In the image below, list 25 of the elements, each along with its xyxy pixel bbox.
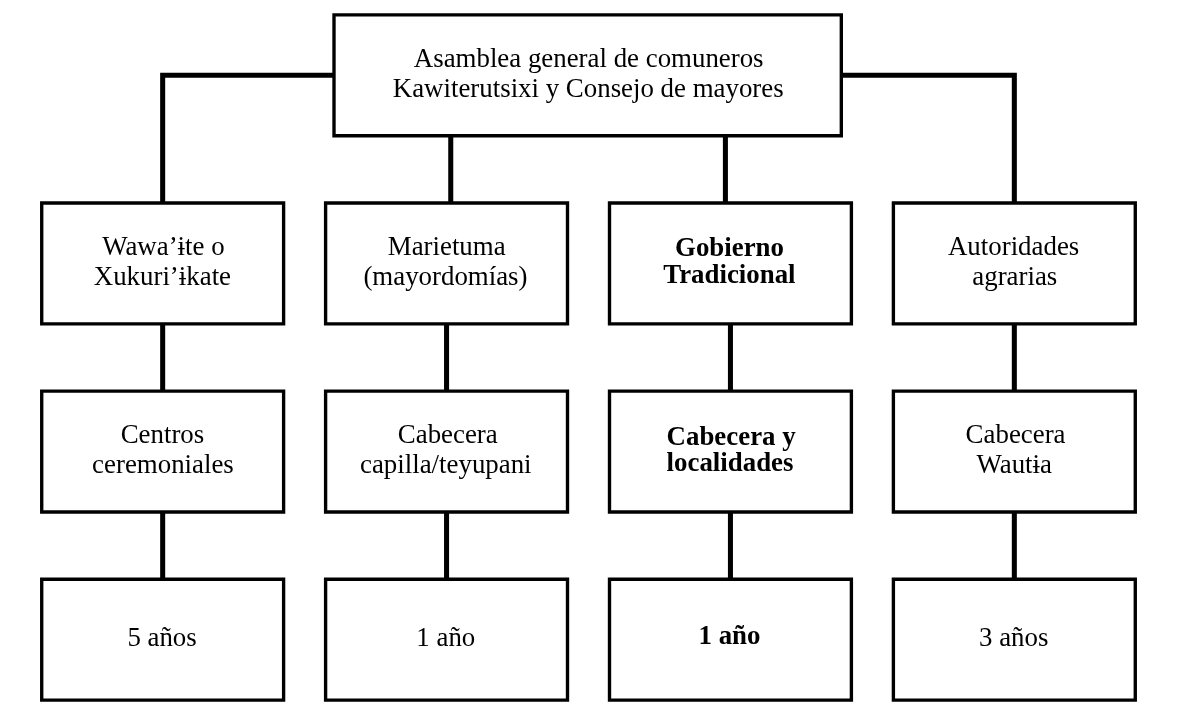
connector <box>1011 324 1017 391</box>
node-box: 5 años <box>40 577 286 702</box>
node-box: 3 años <box>891 577 1137 702</box>
connector <box>722 135 728 203</box>
connector <box>841 72 1017 203</box>
connector <box>727 512 733 579</box>
node-box: Autoridades agrarias <box>891 201 1137 326</box>
connector <box>444 324 450 391</box>
connector <box>444 512 450 579</box>
node-box: 1 año <box>323 577 570 702</box>
node-box: Centros ceremoniales <box>40 389 286 514</box>
node-box: Asamblea general de comuneros Kawiterutsixi y Consejo de mayores <box>332 13 843 138</box>
connector <box>448 135 454 203</box>
node-box: Cabecera capilla/teyupani <box>323 389 570 514</box>
connector <box>1011 512 1017 579</box>
node-box: Marietuma (mayordomías) <box>323 201 570 326</box>
node-box: 1 año <box>607 577 854 702</box>
connector <box>160 324 166 391</box>
node-box: Gobierno Tradicional <box>607 201 854 326</box>
connector <box>727 324 733 391</box>
connector <box>160 72 334 203</box>
node-box: Wawa’ɨte o Xukuri’ɨkate <box>40 201 286 326</box>
connector <box>160 512 166 579</box>
node-box: Cabecera Wautɨa <box>891 389 1137 514</box>
node-box: Cabecera y localidades <box>607 389 854 514</box>
